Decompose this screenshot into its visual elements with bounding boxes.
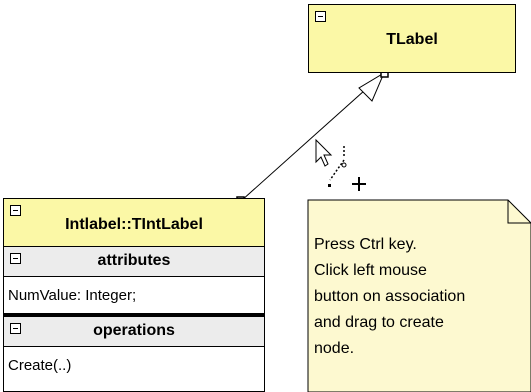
class-tlabel[interactable]: TLabel	[308, 4, 516, 73]
note-line: and drag to create	[314, 314, 444, 331]
generalization-line[interactable]	[240, 72, 385, 202]
note[interactable]: Press Ctrl key. Click left mouse button …	[308, 200, 531, 392]
collapse-icon[interactable]	[315, 11, 326, 22]
attributes-title: attributes	[97, 252, 171, 269]
collapse-icon[interactable]	[10, 323, 21, 334]
collapse-icon[interactable]	[10, 253, 21, 264]
generalization-arrowhead	[358, 71, 386, 102]
class-name: Intlabel::TIntLabel	[65, 216, 203, 233]
add-node-cursor-icon	[328, 146, 366, 191]
operations-compartment-header: operations	[4, 317, 264, 347]
collapse-icon[interactable]	[10, 205, 21, 216]
attribute-row[interactable]: NumValue: Integer;	[8, 287, 137, 304]
attributes-compartment-header: attributes	[4, 247, 264, 277]
note-line: button on association	[314, 288, 466, 305]
operation-row[interactable]: Create(..)	[8, 357, 72, 374]
operations-title: operations	[93, 322, 175, 339]
note-shape	[307, 199, 531, 392]
mouse-cursor-icon	[315, 138, 333, 167]
class-header: Intlabel::TIntLabel	[4, 199, 264, 247]
note-line: node.	[314, 340, 355, 357]
note-line: Press Ctrl key.	[314, 236, 417, 253]
note-line: Click left mouse	[314, 262, 427, 279]
note-text: Press Ctrl key. Click left mouse button …	[314, 232, 529, 362]
compartment-divider	[4, 313, 264, 317]
class-tintlabel[interactable]: Intlabel::TIntLabel attributes NumValue:…	[3, 198, 265, 392]
class-name: TLabel	[386, 31, 438, 48]
